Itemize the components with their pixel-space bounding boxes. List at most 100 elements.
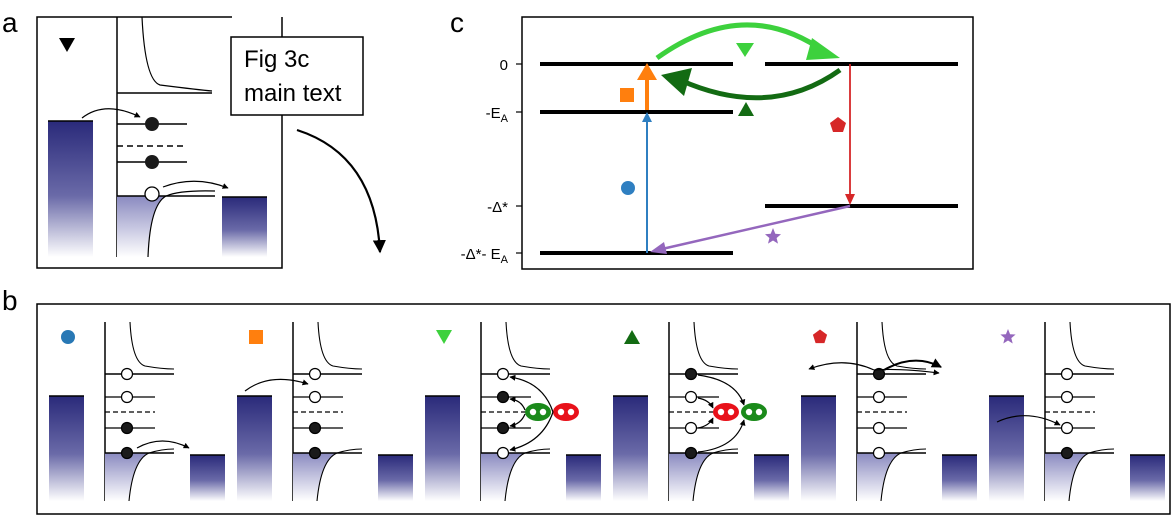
panel-b-frame <box>36 303 1171 515</box>
filled-state <box>684 367 698 381</box>
transition-arrow <box>509 413 526 428</box>
empty-state <box>872 421 886 435</box>
transition-arrow <box>996 415 1061 426</box>
callout-line-1: Fig 3c <box>244 46 309 73</box>
step-4 <box>613 321 789 502</box>
square-marker-icon <box>620 88 634 102</box>
dot-density-fill <box>105 453 149 501</box>
source-reservoir <box>989 396 1024 501</box>
empty-state <box>496 446 510 460</box>
empty-state <box>120 367 134 381</box>
step-5 <box>801 321 977 502</box>
transition-arrow <box>808 362 875 371</box>
pentagon-marker-icon <box>812 329 828 344</box>
transition-arrow <box>136 440 190 449</box>
callout-box <box>230 36 364 116</box>
source-reservoir <box>425 396 460 501</box>
empty-state <box>120 390 134 404</box>
empty-state <box>308 367 322 381</box>
cooper-pair-icon <box>713 403 739 421</box>
dot-density-fill <box>1045 453 1089 501</box>
empty-state <box>1060 390 1074 404</box>
circle-marker-icon <box>621 181 635 195</box>
filled-state <box>145 117 159 131</box>
source-reservoir <box>49 396 84 501</box>
panel-a-frame <box>36 16 283 269</box>
filled-state <box>1060 446 1074 460</box>
tick-label-zero: 0 <box>500 57 508 74</box>
callout-line-2: main text <box>244 80 342 107</box>
panel-c: 0 -EA -Δ* -Δ*- EA <box>461 16 974 270</box>
dot-density-fill <box>293 453 337 501</box>
transition-arrow <box>509 396 526 411</box>
tick-delta-ea-prefix: -Δ*- E <box>461 246 501 263</box>
dot-density-fill <box>857 453 901 501</box>
drain-reservoir <box>222 197 267 257</box>
step-1 <box>49 321 225 502</box>
panel-b-steps <box>49 321 1165 502</box>
triangle-up-marker-icon <box>624 330 640 344</box>
step-3 <box>425 321 601 502</box>
drain-reservoir <box>566 455 601 501</box>
panel-letter-a: a <box>2 7 18 38</box>
dot-density-fill <box>669 453 713 501</box>
drain-reservoir <box>754 455 789 501</box>
filled-state <box>308 446 322 460</box>
cooper-pair-icon <box>525 403 551 421</box>
filled-state <box>496 421 510 435</box>
square-marker-icon <box>249 330 263 344</box>
transition-arrow <box>873 368 940 376</box>
panel-letter-b: b <box>2 285 18 316</box>
dot-density-fill <box>481 453 525 501</box>
panel-a: Fig 3c main text <box>36 16 386 269</box>
filled-state <box>684 446 698 460</box>
transition-arrow <box>244 378 309 392</box>
step-6 <box>989 321 1165 502</box>
transition-arrow <box>697 397 714 409</box>
drain-reservoir <box>942 455 977 501</box>
source-reservoir <box>237 396 272 501</box>
empty-state <box>1060 367 1074 381</box>
empty-state <box>872 446 886 460</box>
star-marker-icon <box>765 228 781 244</box>
tick-label-delta: -Δ* <box>487 199 508 216</box>
panel-letter-c: c <box>450 7 464 38</box>
triangle-down-marker-icon <box>736 43 754 57</box>
triangle-down-marker-icon <box>59 38 75 52</box>
transition-arrow <box>697 374 746 406</box>
step-2 <box>237 321 413 502</box>
callout-arrow <box>296 128 386 254</box>
transition-arrow <box>509 411 554 452</box>
tick-ea-prefix: -E <box>486 105 501 122</box>
transition-arrow <box>697 417 714 429</box>
cooper-pair-icon <box>553 403 579 421</box>
cooper-pair-icon <box>741 403 767 421</box>
transition-arrow <box>509 374 554 413</box>
filled-state <box>120 446 134 460</box>
empty-state <box>872 390 886 404</box>
source-reservoir <box>801 396 836 501</box>
drain-reservoir <box>378 455 413 501</box>
filled-state <box>496 390 510 404</box>
transition-arrow <box>883 358 942 371</box>
filled-state <box>872 367 886 381</box>
transition-arrow <box>697 419 746 453</box>
source-reservoir <box>48 121 93 257</box>
dot-density-fill <box>117 196 166 257</box>
tick-label-ea: -EA <box>486 105 509 125</box>
empty-state <box>684 421 698 435</box>
pentagon-marker-icon <box>830 117 846 132</box>
drain-reservoir <box>1130 455 1165 501</box>
empty-state <box>1060 421 1074 435</box>
empty-state <box>496 367 510 381</box>
tick-label-delta-ea: -Δ*- EA <box>461 246 509 266</box>
empty-state <box>144 186 160 202</box>
tick-delta-ea-sub: A <box>501 254 509 266</box>
source-reservoir <box>613 396 648 501</box>
empty-state <box>308 390 322 404</box>
star-marker-icon <box>1000 329 1016 344</box>
filled-state <box>120 421 134 435</box>
triangle-down-marker-icon <box>436 330 452 344</box>
